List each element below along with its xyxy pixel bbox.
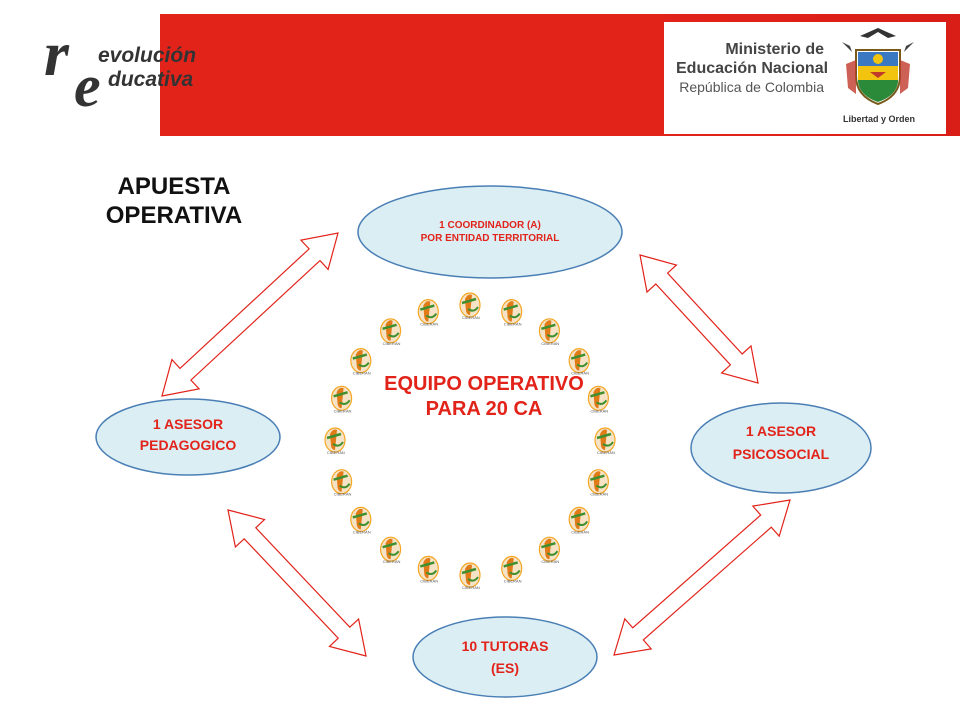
double-arrow — [161, 232, 339, 397]
pedagogic-line-1: 1 ASESOR — [152, 416, 224, 432]
revolucion-educativa-logo: r evolución e ducativa — [44, 22, 264, 119]
header-banner — [14, 14, 960, 136]
tutors-node — [412, 616, 598, 698]
ring-logo-icon — [538, 535, 561, 566]
ring-logo-icon — [379, 535, 402, 566]
ministry-line-2: Educación Nacional — [676, 60, 829, 77]
ring-logo-icon — [587, 385, 610, 415]
psychosocial-node — [690, 402, 872, 494]
ring-logo-icon — [417, 555, 440, 585]
logo-word-2: ducativa — [108, 68, 194, 91]
tutors-line-2: (ES) — [491, 660, 519, 676]
logo-e: e — [74, 53, 101, 119]
ring-logo-icon — [330, 468, 353, 498]
ring-logo-icon — [417, 298, 440, 328]
ring-logo-icon — [349, 347, 373, 377]
coordinator-label: 1 COORDINADOR (A) POR ENTIDAD TERRITORIA… — [358, 219, 622, 245]
ring-logo-icon — [593, 426, 617, 457]
double-arrow — [639, 254, 759, 384]
coordinator-node — [357, 185, 623, 279]
ring-logo-icon — [323, 426, 347, 457]
logo-r: r — [44, 18, 69, 89]
logo-word-1: evolución — [98, 44, 197, 67]
ministry-block: Ministerio de Educación Nacional Repúbli… — [664, 22, 946, 134]
ring-logo-icon — [379, 317, 402, 348]
ministry-text: Ministerio de Educación Nacional Repúbli… — [676, 40, 829, 97]
colombia-crest-icon — [842, 28, 914, 106]
psychosocial-line-1: 1 ASESOR — [745, 423, 817, 439]
psychosocial-label: 1 ASESOR PSICOSOCIAL — [691, 420, 871, 466]
pedagogic-label: 1 ASESOR PEDAGOGICO — [96, 414, 280, 456]
ministry-line-3: República de Colombia — [679, 79, 824, 95]
tutors-line-1: 10 TUTORAS — [461, 638, 549, 654]
ring-logo-icon — [500, 555, 523, 585]
ring-logo-icon — [538, 317, 561, 348]
crest-motto: Libertad y Orden — [842, 114, 915, 124]
ring-logo-icon — [330, 385, 353, 415]
logo-area — [14, 14, 164, 136]
connector-arrows — [161, 232, 791, 657]
ring-logo-icon — [349, 506, 373, 536]
tutors-label: 10 TUTORAS (ES) — [413, 635, 597, 679]
ring-logo-icon — [458, 291, 482, 322]
ring-of-icons — [323, 291, 617, 592]
diagram-title: APUESTA OPERATIVA — [105, 173, 243, 229]
coordinator-line-1: 1 COORDINADOR (A) — [439, 220, 541, 231]
psychosocial-line-2: PSICOSOCIAL — [732, 446, 830, 462]
center-label: EQUIPO OPERATIVO PARA 20 CA — [384, 373, 584, 420]
ring-logo-icon — [587, 468, 610, 498]
pedagogic-line-2: PEDAGOGICO — [139, 437, 237, 453]
double-arrow — [613, 499, 791, 656]
ministry-line-1: Ministerio de — [725, 41, 824, 58]
ring-logo-icon — [500, 298, 523, 328]
coordinator-line-2: POR ENTIDAD TERRITORIAL — [420, 233, 560, 244]
double-arrow — [227, 509, 367, 657]
ring-logo-icon — [567, 506, 591, 536]
pedagogic-node — [95, 398, 281, 476]
ring-logo-icon — [458, 561, 482, 592]
